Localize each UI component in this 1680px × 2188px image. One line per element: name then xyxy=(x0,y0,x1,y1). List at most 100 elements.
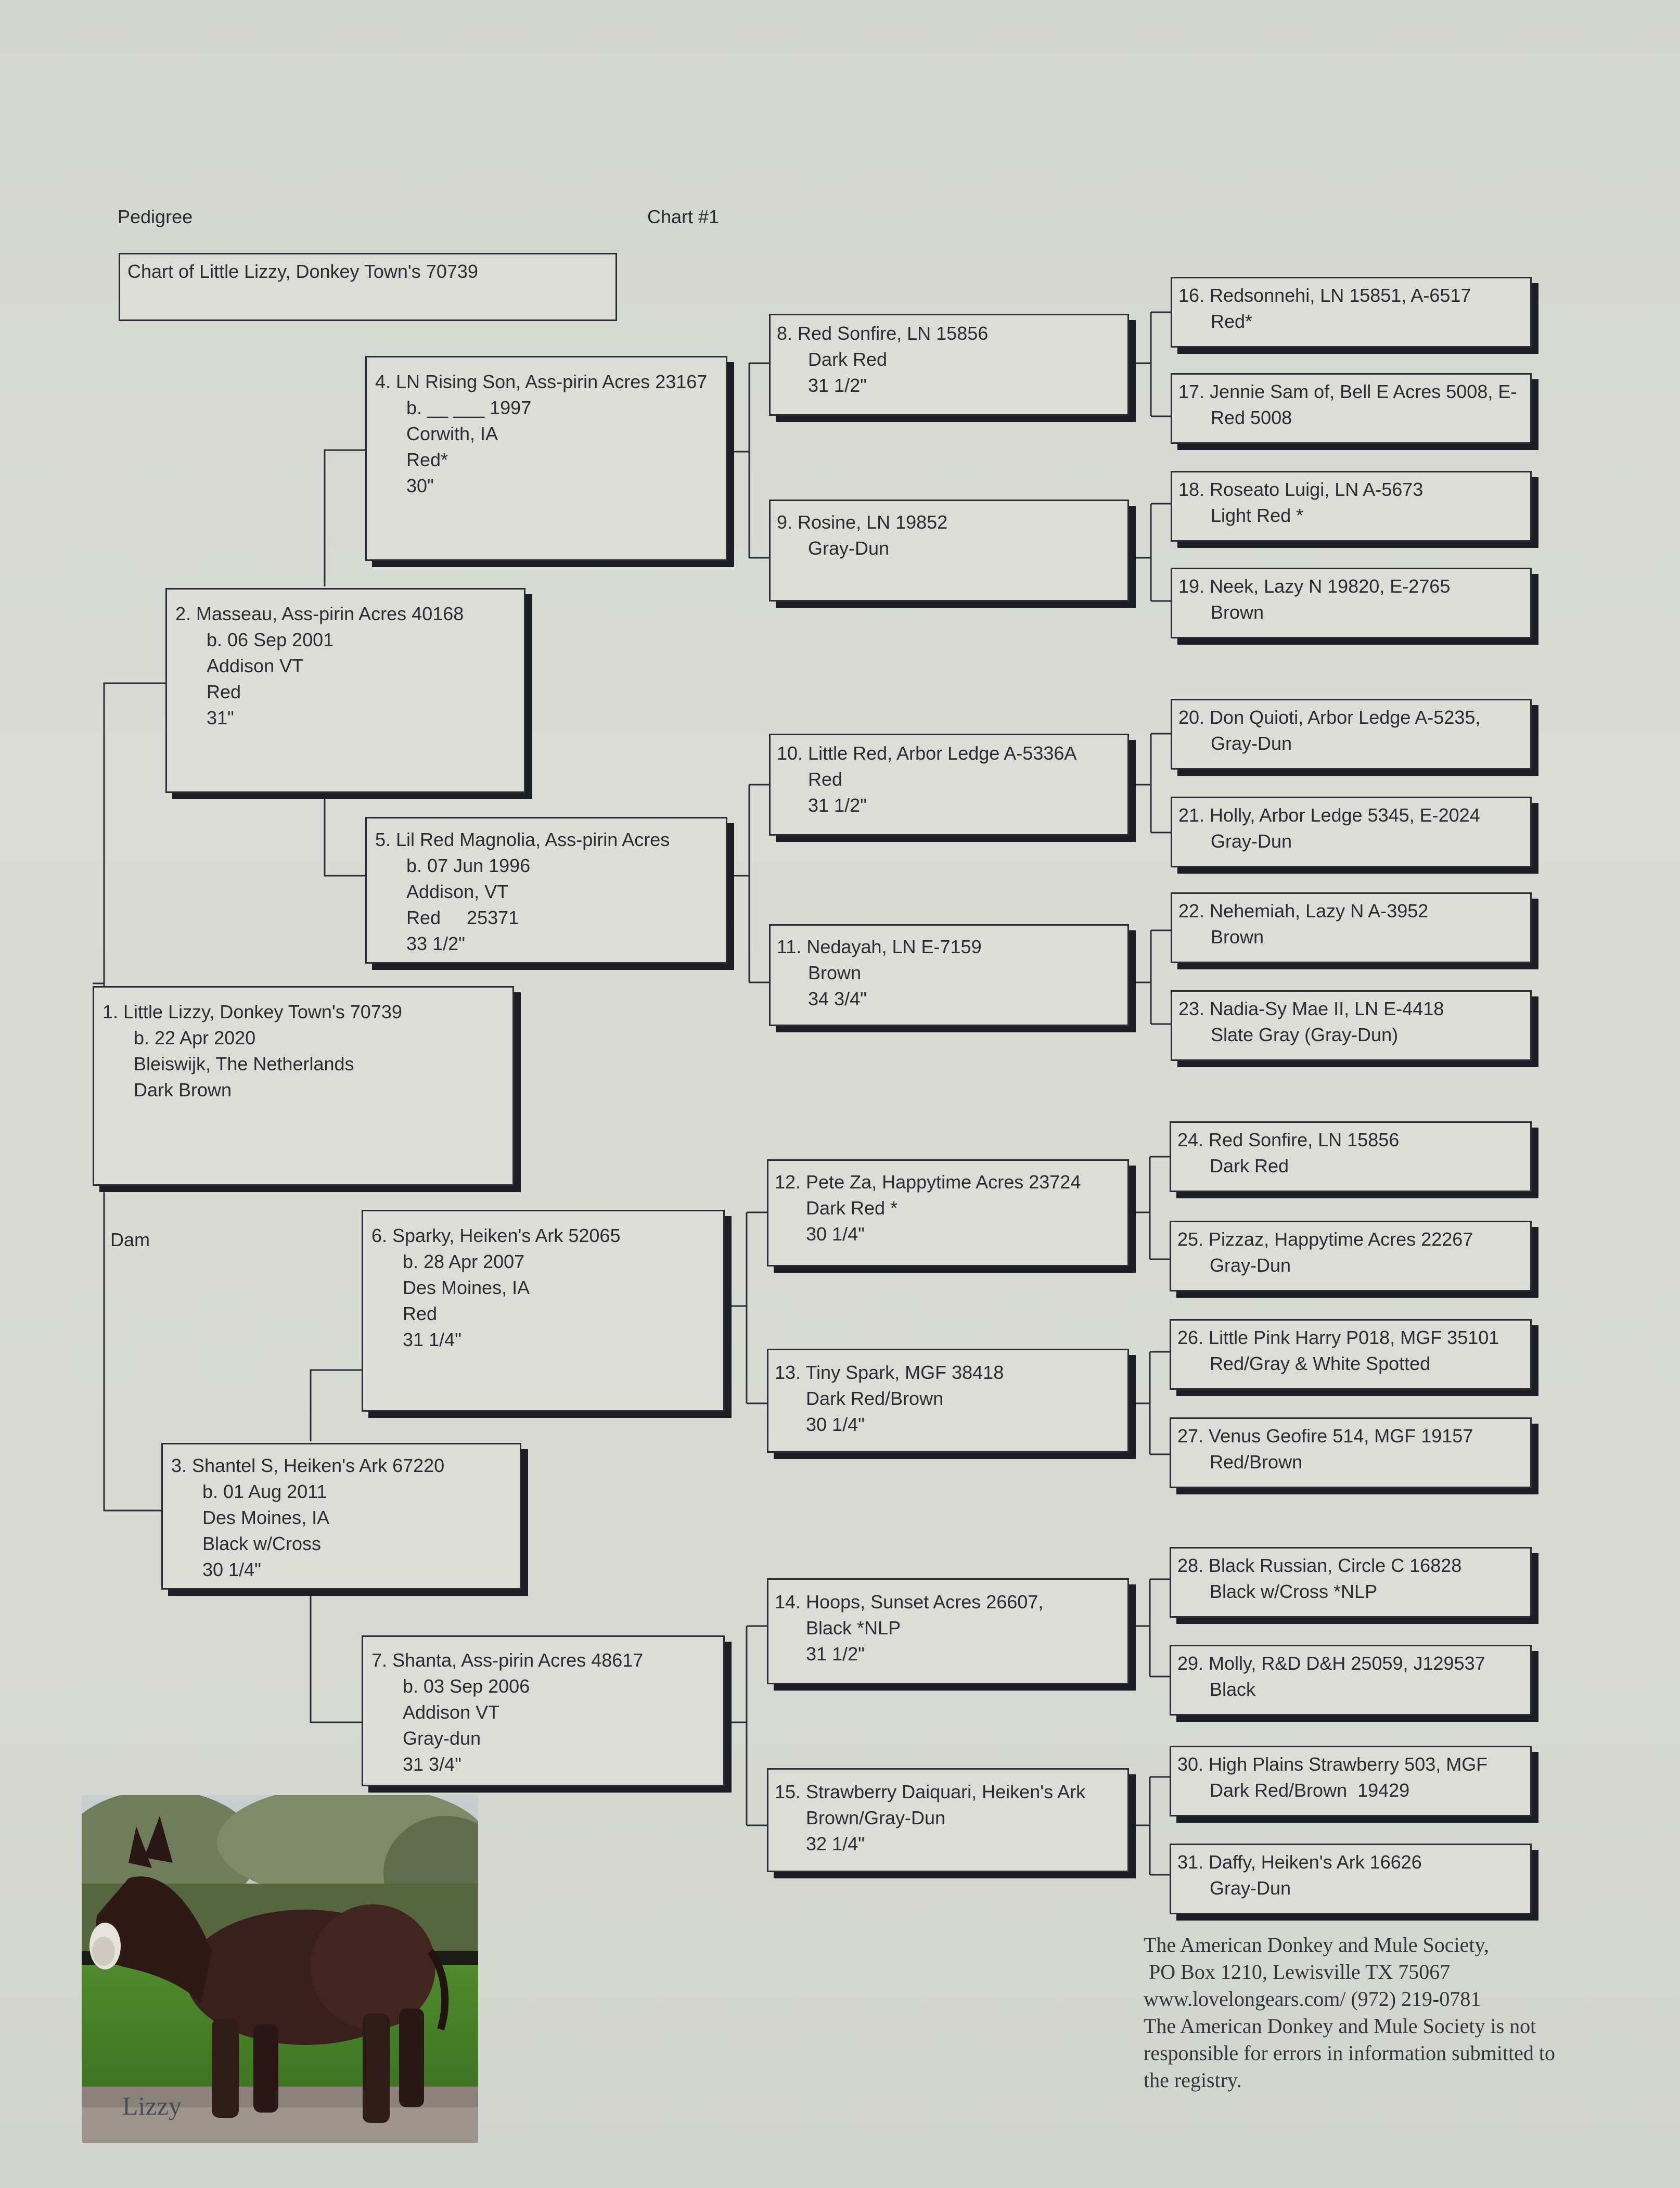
society-footer: The American Donkey and Mule Society, PO… xyxy=(1144,1931,1633,2094)
horse-21-name: 21. Holly, Arbor Ledge 5345, E-2024 xyxy=(1178,804,1480,826)
chart-number-label: Chart #1 xyxy=(647,206,720,227)
horse-19-name: 19. Neek, Lazy N 19820, E-2765 xyxy=(1178,575,1451,597)
horse-4-place: Corwith, IA xyxy=(406,423,498,444)
horse-22-name: 22. Nehemiah, Lazy N A-3952 xyxy=(1178,900,1429,922)
footer-disclaimer-1: The American Donkey and Mule Society is … xyxy=(1144,2014,1536,2038)
horse-12-height: 30 1/4" xyxy=(806,1223,865,1245)
horse-3-height: 30 1/4" xyxy=(202,1559,261,1580)
footer-address: PO Box 1210, Lewisville TX 75067 xyxy=(1144,1960,1451,1984)
horse-3-place: Des Moines, IA xyxy=(202,1507,330,1528)
horse-15-height: 32 1/4" xyxy=(806,1833,865,1854)
horse-5-place: Addison, VT xyxy=(406,881,509,902)
pedigree-box-16: 16. Redsonnehi, LN 15851, A-6517 Red* xyxy=(1171,277,1532,348)
horse-31-name: 31. Daffy, Heiken's Ark 16626 xyxy=(1177,1851,1422,1873)
pedigree-box-27: 27. Venus Geofire 514, MGF 19157 Red/Bro… xyxy=(1170,1417,1532,1488)
horse-7-birth: b. 03 Sep 2006 xyxy=(403,1675,530,1697)
horse-29-name: 29. Molly, R&D D&H 25059, J129537 xyxy=(1177,1653,1485,1674)
horse-6-place: Des Moines, IA xyxy=(403,1277,530,1298)
pedigree-box-5: 5. Lil Red Magnolia, Ass-pirin Acres b. … xyxy=(365,817,727,964)
horse-9-name: 9. Rosine, LN 19852 xyxy=(777,511,948,533)
horse-18-name: 18. Roseato Luigi, LN A-5673 xyxy=(1178,479,1423,500)
pedigree-label: Pedigree xyxy=(118,206,193,227)
horse-30-name: 30. High Plains Strawberry 503, MGF xyxy=(1177,1754,1488,1775)
horse-9-color: Gray-Dun xyxy=(808,538,890,559)
horse-26-color: Red/Gray & White Spotted xyxy=(1210,1353,1431,1374)
horse-2-name: 2. Masseau, Ass-pirin Acres 40168 xyxy=(175,603,464,624)
horse-7-height: 31 3/4" xyxy=(403,1754,461,1775)
horse-15-name: 15. Strawberry Daiquari, Heiken's Ark xyxy=(775,1781,1086,1802)
horse-6-color: Red xyxy=(403,1303,438,1324)
pedigree-box-22: 22. Nehemiah, Lazy N A-3952 Brown xyxy=(1171,892,1532,963)
horse-8-height: 31 1/2" xyxy=(808,375,867,396)
horse-6-height: 31 1/4" xyxy=(403,1329,461,1350)
donkey-photo: Lizzy xyxy=(82,1795,478,2143)
pedigree-box-13: 13. Tiny Spark, MGF 38418 Dark Red/Brown… xyxy=(767,1349,1129,1453)
horse-1-birth: b. 22 Apr 2020 xyxy=(134,1027,256,1048)
donkey-photo-illustration xyxy=(82,1795,478,2143)
pedigree-box-2-sire: 2. Masseau, Ass-pirin Acres 40168 b. 06 … xyxy=(165,588,525,793)
pedigree-box-15: 15. Strawberry Daiquari, Heiken's Ark Br… xyxy=(767,1768,1129,1872)
horse-2-height: 31" xyxy=(207,707,234,728)
horse-8-name: 8. Red Sonfire, LN 15856 xyxy=(777,323,989,344)
horse-7-place: Addison VT xyxy=(403,1701,500,1723)
horse-27-name: 27. Venus Geofire 514, MGF 19157 xyxy=(1177,1425,1473,1447)
photo-caption: Lizzy xyxy=(122,2091,182,2120)
pedigree-box-24: 24. Red Sonfire, LN 15856 Dark Red xyxy=(1170,1121,1532,1192)
horse-22-color: Brown xyxy=(1211,926,1264,948)
pedigree-box-19: 19. Neek, Lazy N 19820, E-2765 Brown xyxy=(1171,568,1532,638)
horse-18-color: Light Red * xyxy=(1211,505,1304,526)
horse-28-name: 28. Black Russian, Circle C 16828 xyxy=(1177,1555,1462,1576)
horse-16-name: 16. Redsonnehi, LN 15851, A-6517 xyxy=(1178,285,1471,306)
pedigree-box-30: 30. High Plains Strawberry 503, MGF Dark… xyxy=(1170,1746,1532,1816)
horse-1-name: 1. Little Lizzy, Donkey Town's 70739 xyxy=(102,1001,402,1022)
horse-4-color: Red* xyxy=(406,449,448,470)
pedigree-box-20: 20. Don Quioti, Arbor Ledge A-5235, Gray… xyxy=(1171,699,1532,770)
horse-14-color: Black *NLP xyxy=(806,1617,901,1639)
horse-10-height: 31 1/2" xyxy=(808,795,867,816)
pedigree-box-6: 6. Sparky, Heiken's Ark 52065 b. 28 Apr … xyxy=(362,1210,725,1412)
pedigree-box-31: 31. Daffy, Heiken's Ark 16626 Gray-Dun xyxy=(1170,1844,1532,1914)
pedigree-box-28: 28. Black Russian, Circle C 16828 Black … xyxy=(1170,1547,1532,1618)
footer-disclaimer-3: the registry. xyxy=(1144,2068,1242,2092)
horse-28-color: Black w/Cross *NLP xyxy=(1210,1581,1378,1602)
pedigree-box-12: 12. Pete Za, Happytime Acres 23724 Dark … xyxy=(767,1159,1129,1266)
horse-27-color: Red/Brown xyxy=(1210,1451,1303,1473)
horse-30-color: Dark Red/Brown 19429 xyxy=(1210,1780,1410,1801)
horse-26-name: 26. Little Pink Harry P018, MGF 35101 xyxy=(1177,1327,1499,1348)
horse-12-name: 12. Pete Za, Happytime Acres 23724 xyxy=(775,1171,1081,1193)
dam-label: Dam xyxy=(110,1229,150,1250)
horse-15-color: Brown/Gray-Dun xyxy=(806,1807,946,1828)
horse-25-color: Gray-Dun xyxy=(1210,1255,1291,1276)
horse-14-height: 31 1/2" xyxy=(806,1643,865,1665)
horse-11-name: 11. Nedayah, LN E-7159 xyxy=(777,936,982,957)
horse-10-color: Red xyxy=(808,769,843,790)
pedigree-box-9: 9. Rosine, LN 19852 Gray-Dun xyxy=(769,500,1129,602)
pedigree-box-18: 18. Roseato Luigi, LN A-5673 Light Red * xyxy=(1171,471,1532,542)
pedigree-box-8: 8. Red Sonfire, LN 15856 Dark Red 31 1/2… xyxy=(769,314,1129,416)
pedigree-box-17: 17. Jennie Sam of, Bell E Acres 5008, E-… xyxy=(1171,373,1532,444)
horse-3-name: 3. Shantel S, Heiken's Ark 67220 xyxy=(171,1455,445,1476)
horse-21-color: Gray-Dun xyxy=(1211,830,1292,852)
pedigree-box-23: 23. Nadia-Sy Mae II, LN E-4418 Slate Gra… xyxy=(1171,990,1532,1061)
horse-12-color: Dark Red * xyxy=(806,1197,898,1219)
pedigree-box-11: 11. Nedayah, LN E-7159 Brown 34 3/4" xyxy=(769,924,1129,1026)
pedigree-box-25: 25. Pizzaz, Happytime Acres 22267 Gray-D… xyxy=(1170,1221,1532,1291)
horse-23-name: 23. Nadia-Sy Mae II, LN E-4418 xyxy=(1178,998,1444,1019)
horse-13-height: 30 1/4" xyxy=(806,1414,865,1435)
horse-11-height: 34 3/4" xyxy=(808,988,867,1009)
horse-17-color: Red 5008 xyxy=(1211,407,1292,428)
horse-1-place: Bleiswijk, The Netherlands xyxy=(134,1053,354,1074)
horse-7-name: 7. Shanta, Ass-pirin Acres 48617 xyxy=(371,1649,644,1671)
horse-4-height: 30" xyxy=(406,475,434,496)
horse-5-birth: b. 07 Jun 1996 xyxy=(406,855,531,876)
horse-23-color: Slate Gray (Gray-Dun) xyxy=(1211,1024,1399,1045)
horse-13-name: 13. Tiny Spark, MGF 38418 xyxy=(775,1362,1004,1383)
horse-24-color: Dark Red xyxy=(1210,1155,1289,1176)
horse-14-name: 14. Hoops, Sunset Acres 26607, xyxy=(775,1591,1044,1613)
pedigree-box-1-subject: 1. Little Lizzy, Donkey Town's 70739 b. … xyxy=(93,986,514,1186)
horse-17-name: 17. Jennie Sam of, Bell E Acres 5008, E- xyxy=(1178,381,1517,402)
horse-4-name: 4. LN Rising Son, Ass-pirin Acres 23167 xyxy=(375,371,708,392)
horse-5-name: 5. Lil Red Magnolia, Ass-pirin Acres xyxy=(375,829,670,850)
horse-20-name: 20. Don Quioti, Arbor Ledge A-5235, xyxy=(1178,707,1481,728)
horse-13-color: Dark Red/Brown xyxy=(806,1388,944,1409)
